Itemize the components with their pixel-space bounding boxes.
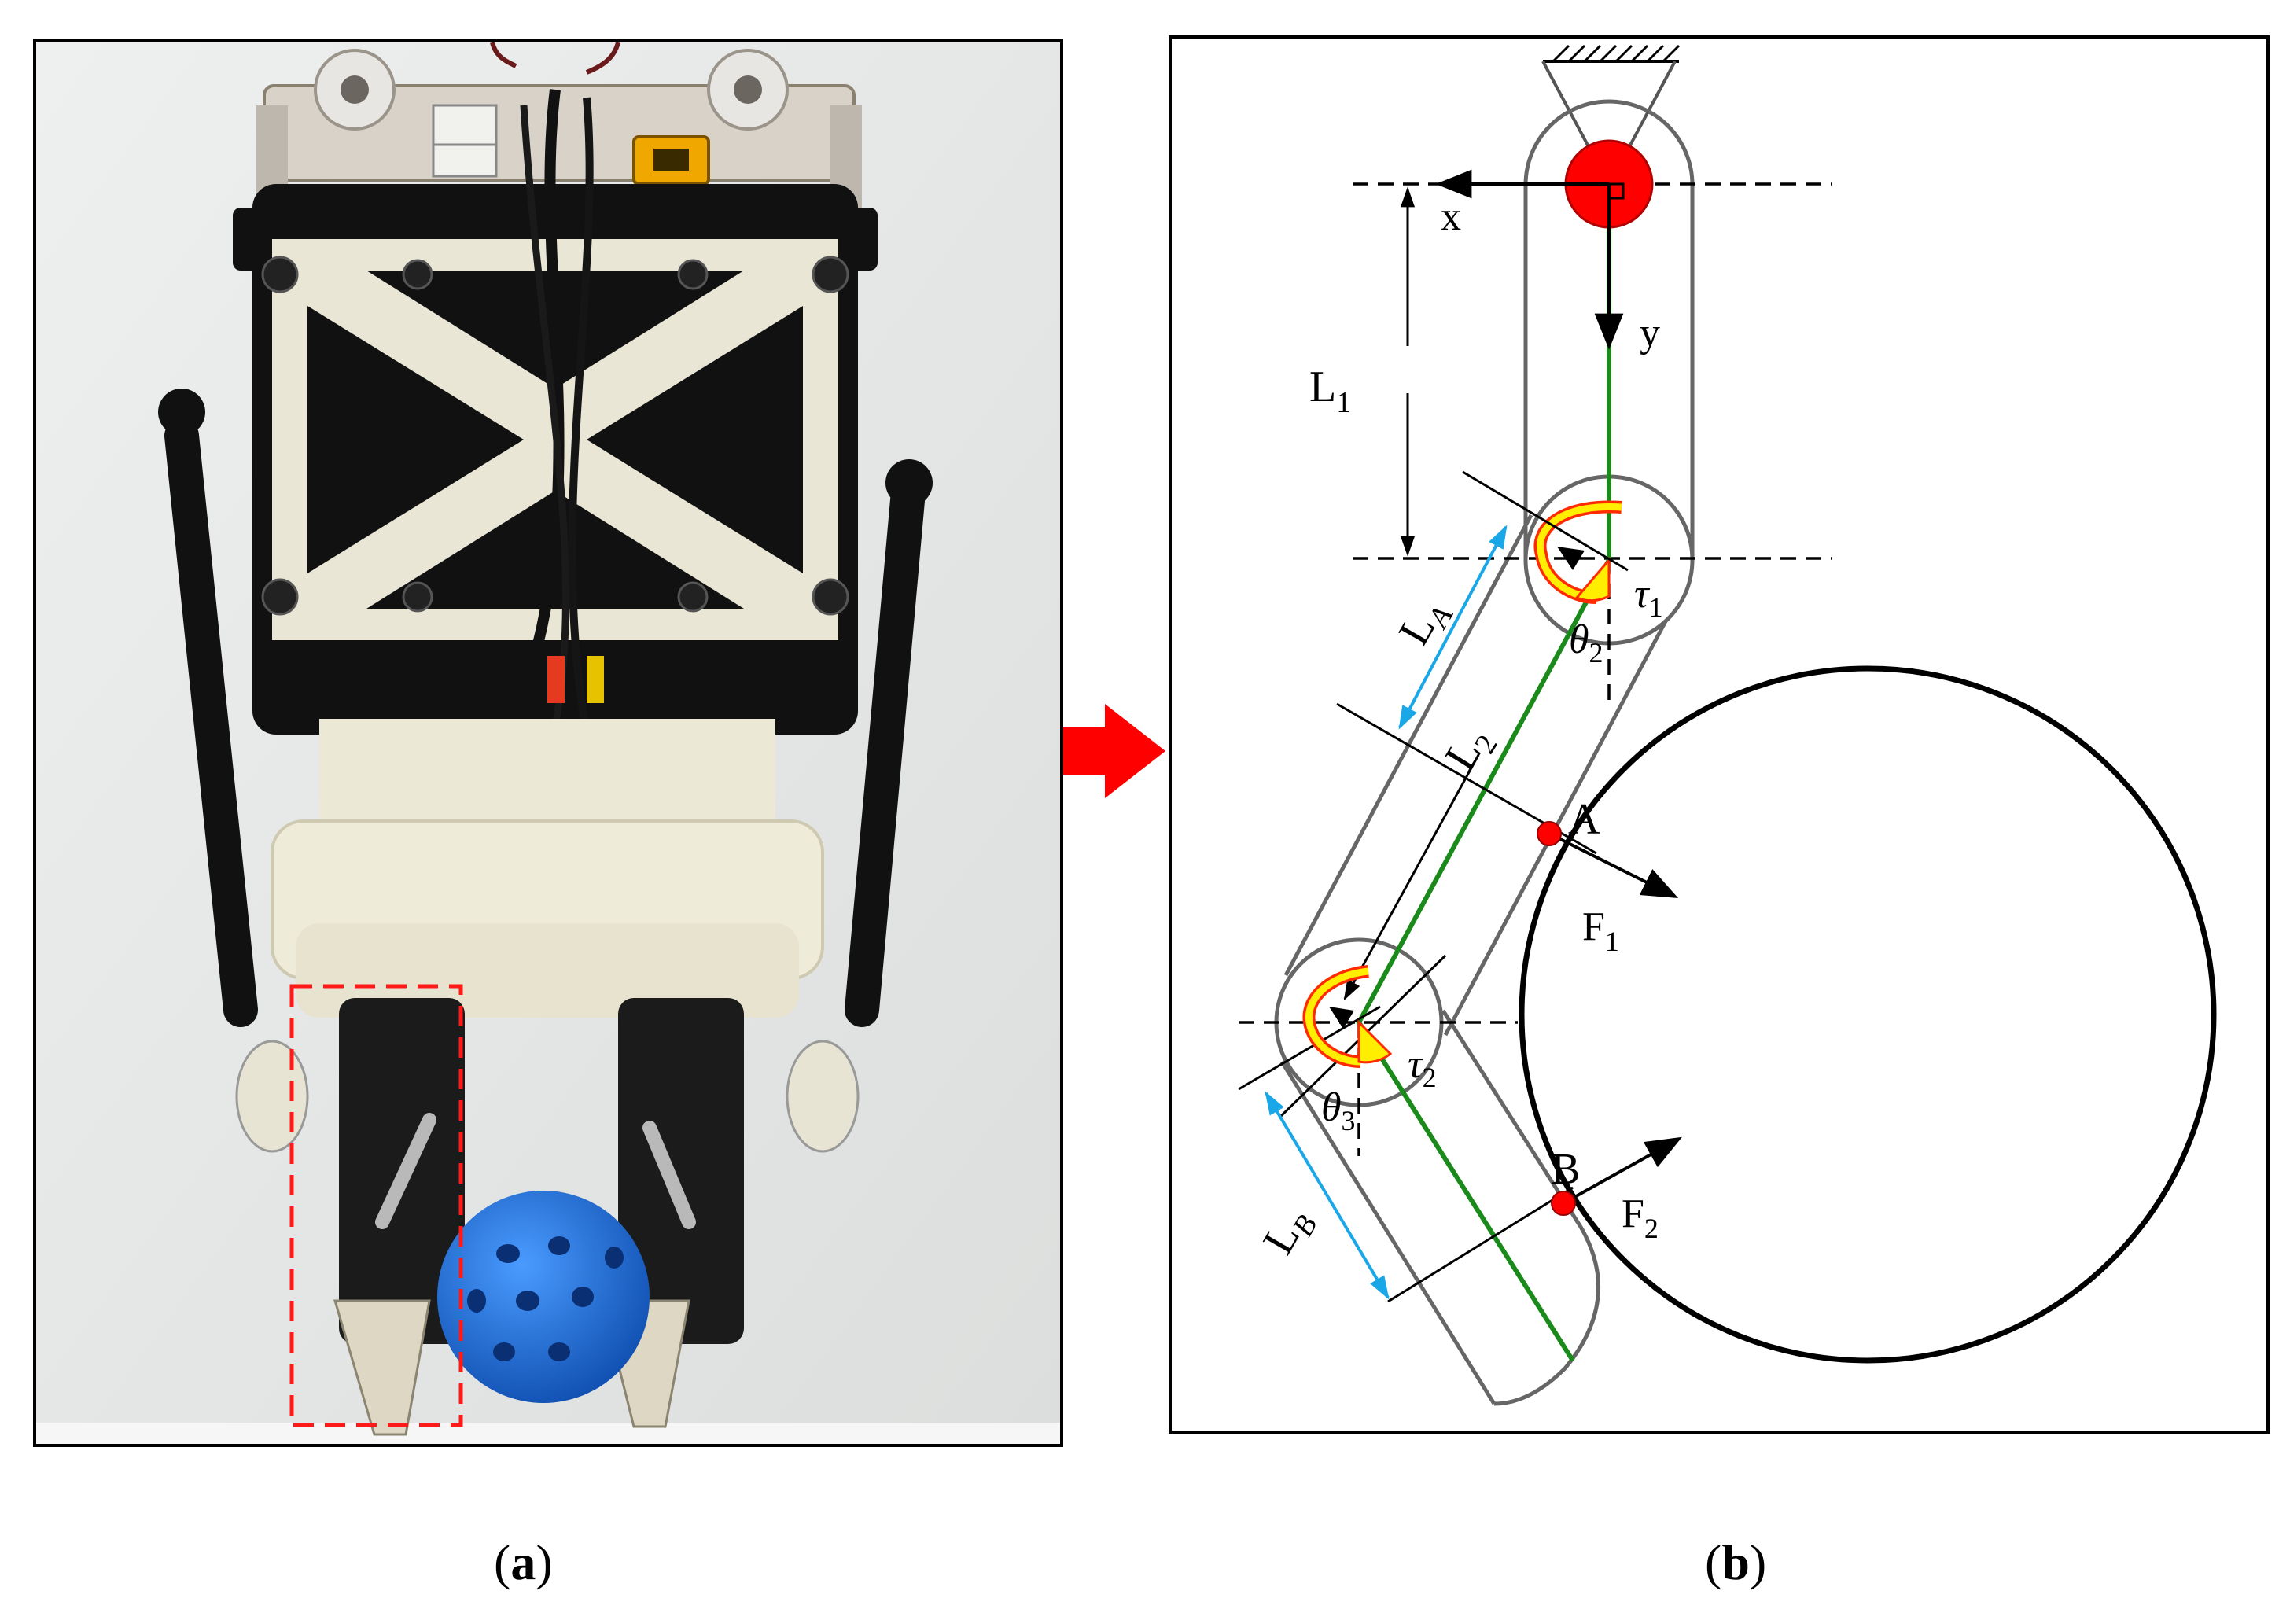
photo-panel-a [33,39,1063,1447]
lb-dimension [1265,1091,1390,1300]
contact-a-label: A [1568,795,1600,844]
diagram-panel-b: x y L1 τ1 θ2 L2 LA [1169,35,2270,1434]
force-1-label: F1 [1582,904,1619,957]
highlight-box [289,984,463,1427]
object-circle [1519,665,2217,1364]
palm-block [271,719,824,1018]
contact-point-b [1551,1191,1576,1216]
torque-2-indicator [1302,965,1393,1068]
control-board [256,49,862,231]
torque-1-label: τ1 [1634,572,1663,623]
caption-a: (a) [494,1534,553,1590]
right-finger [601,998,744,1428]
link-centerline [1356,184,1611,1362]
x-axis-label: x [1441,194,1461,239]
contact-b-label: B [1551,1145,1580,1194]
force-2-label: F2 [1622,1191,1659,1244]
left-finger [333,998,465,1436]
y-axis-label: y [1640,311,1660,355]
contact-point-a [1537,821,1562,846]
l1-label: L1 [1309,363,1351,419]
la-dimension [1398,525,1508,730]
gripper-photo [36,42,1060,1444]
la-label: LA [1390,589,1460,656]
side-rods [158,389,933,1153]
kinematic-diagram: x y L1 τ1 θ2 L2 LA [1238,44,2217,1406]
torque-2-label: τ2 [1408,1042,1437,1093]
grasped-ball [437,1191,650,1403]
force-2-arrow [1563,1136,1683,1205]
transition-arrow [1063,704,1165,798]
force-1-arrow [1548,832,1679,899]
theta-2-label: θ2 [1569,617,1603,668]
torque-1-indicator [1533,500,1622,604]
l2-arrow [1343,754,1480,1001]
caption-b: (b) [1705,1534,1767,1590]
lb-label: LB [1254,1199,1324,1265]
